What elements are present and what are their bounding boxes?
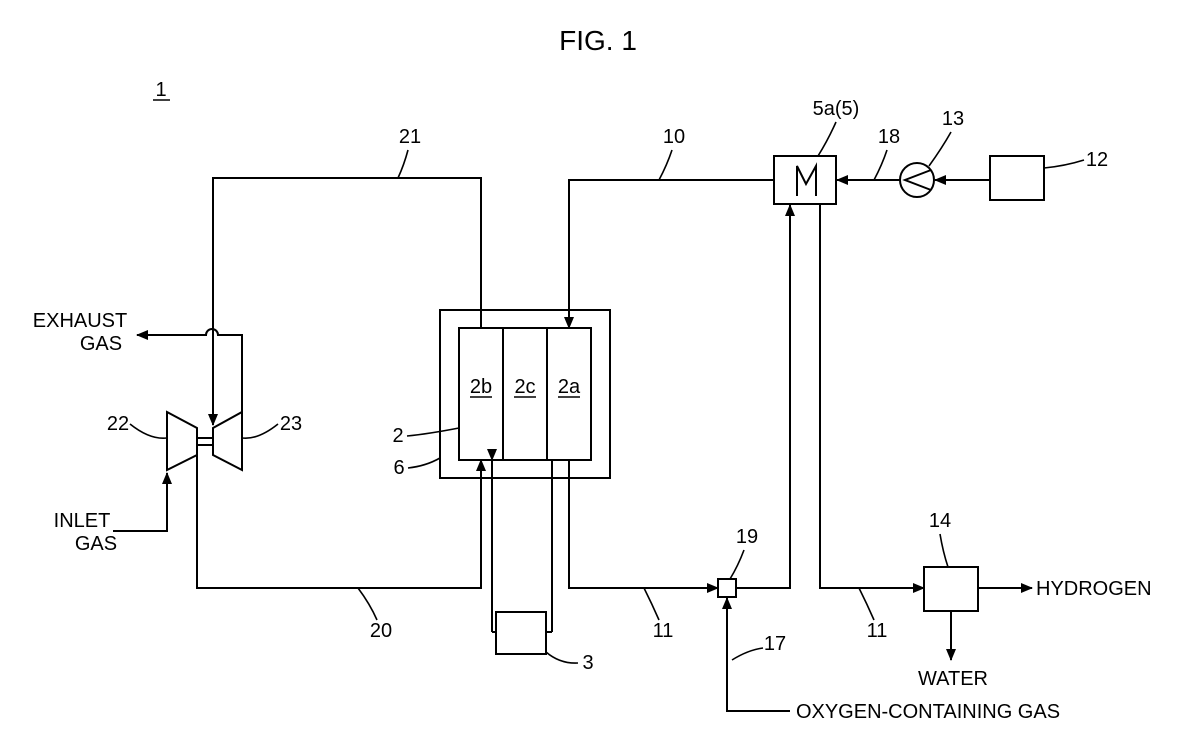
separator-14 (924, 567, 978, 611)
mixer-ref-label: 19 (736, 526, 758, 548)
cell-label-2c: 2c (514, 376, 535, 398)
water-label: WATER (918, 668, 988, 690)
line-11-left-label: 11 (653, 620, 674, 642)
exhaust-label-line2: GAS (80, 333, 122, 355)
hydrogen-label: HYDROGEN (1036, 578, 1152, 600)
power-supply-ref-label: 3 (582, 652, 593, 674)
power-supply-ref-leader (546, 652, 578, 663)
power-supply-3 (496, 612, 546, 654)
line-11-right (820, 204, 924, 588)
line-21-label: 21 (399, 126, 421, 148)
inlet-label-line1: INLET (54, 510, 111, 532)
compressor-22 (167, 412, 197, 470)
line-10 (569, 180, 774, 328)
separator-ref-label: 14 (929, 510, 951, 532)
exhaust-label-line1: EXHAUST (33, 310, 127, 332)
mixer-ref-leader (730, 550, 744, 579)
line-20-leader (358, 588, 377, 620)
line-20 (197, 455, 481, 588)
inlet-label-line2: GAS (75, 533, 117, 555)
supply-tank-ref-label: 12 (1086, 149, 1108, 171)
line-21-leader (398, 150, 408, 178)
pump-ref-label: 13 (942, 108, 964, 130)
line-20-label: 20 (370, 620, 392, 642)
line-17-label: 17 (764, 633, 786, 655)
supply-tank-12 (990, 156, 1044, 200)
line-11-right-label: 11 (867, 620, 888, 642)
line-11-left-leader (644, 588, 659, 620)
line-10-label: 10 (663, 126, 685, 148)
inlet-line (113, 473, 167, 531)
oxygen-label: OXYGEN-CONTAINING GAS (796, 701, 1060, 723)
heat-exchanger-ref-label: 5a(5) (813, 98, 860, 120)
line-18-leader (874, 150, 887, 180)
enclosure-ref-label: 6 (393, 457, 404, 479)
line-10-leader (659, 150, 672, 180)
figure-title: FIG. 1 (559, 25, 637, 56)
line-11-left (569, 460, 718, 588)
compressor-ref-label: 22 (107, 413, 129, 435)
turbine-23 (213, 412, 242, 470)
compressor-ref-leader (130, 424, 167, 438)
line-18-label: 18 (878, 126, 900, 148)
line-11-right-leader (859, 588, 874, 620)
cell-label-2a: 2a (558, 376, 581, 398)
enclosure-ref-leader (408, 458, 440, 468)
exhaust-line (137, 329, 242, 412)
mixer-19 (718, 579, 736, 597)
cell-ref-label: 2 (392, 425, 403, 447)
pump-ref-leader (929, 132, 951, 166)
line-17-leader (732, 648, 763, 660)
turbine-ref-leader (242, 424, 278, 438)
system-ref-label: 1 (155, 79, 166, 101)
supply-tank-ref-leader (1044, 160, 1084, 168)
separator-ref-leader (940, 534, 948, 567)
cell-label-2b: 2b (470, 376, 492, 398)
heat-exchanger-ref-leader (818, 122, 836, 156)
turbine-ref-label: 23 (280, 413, 302, 435)
